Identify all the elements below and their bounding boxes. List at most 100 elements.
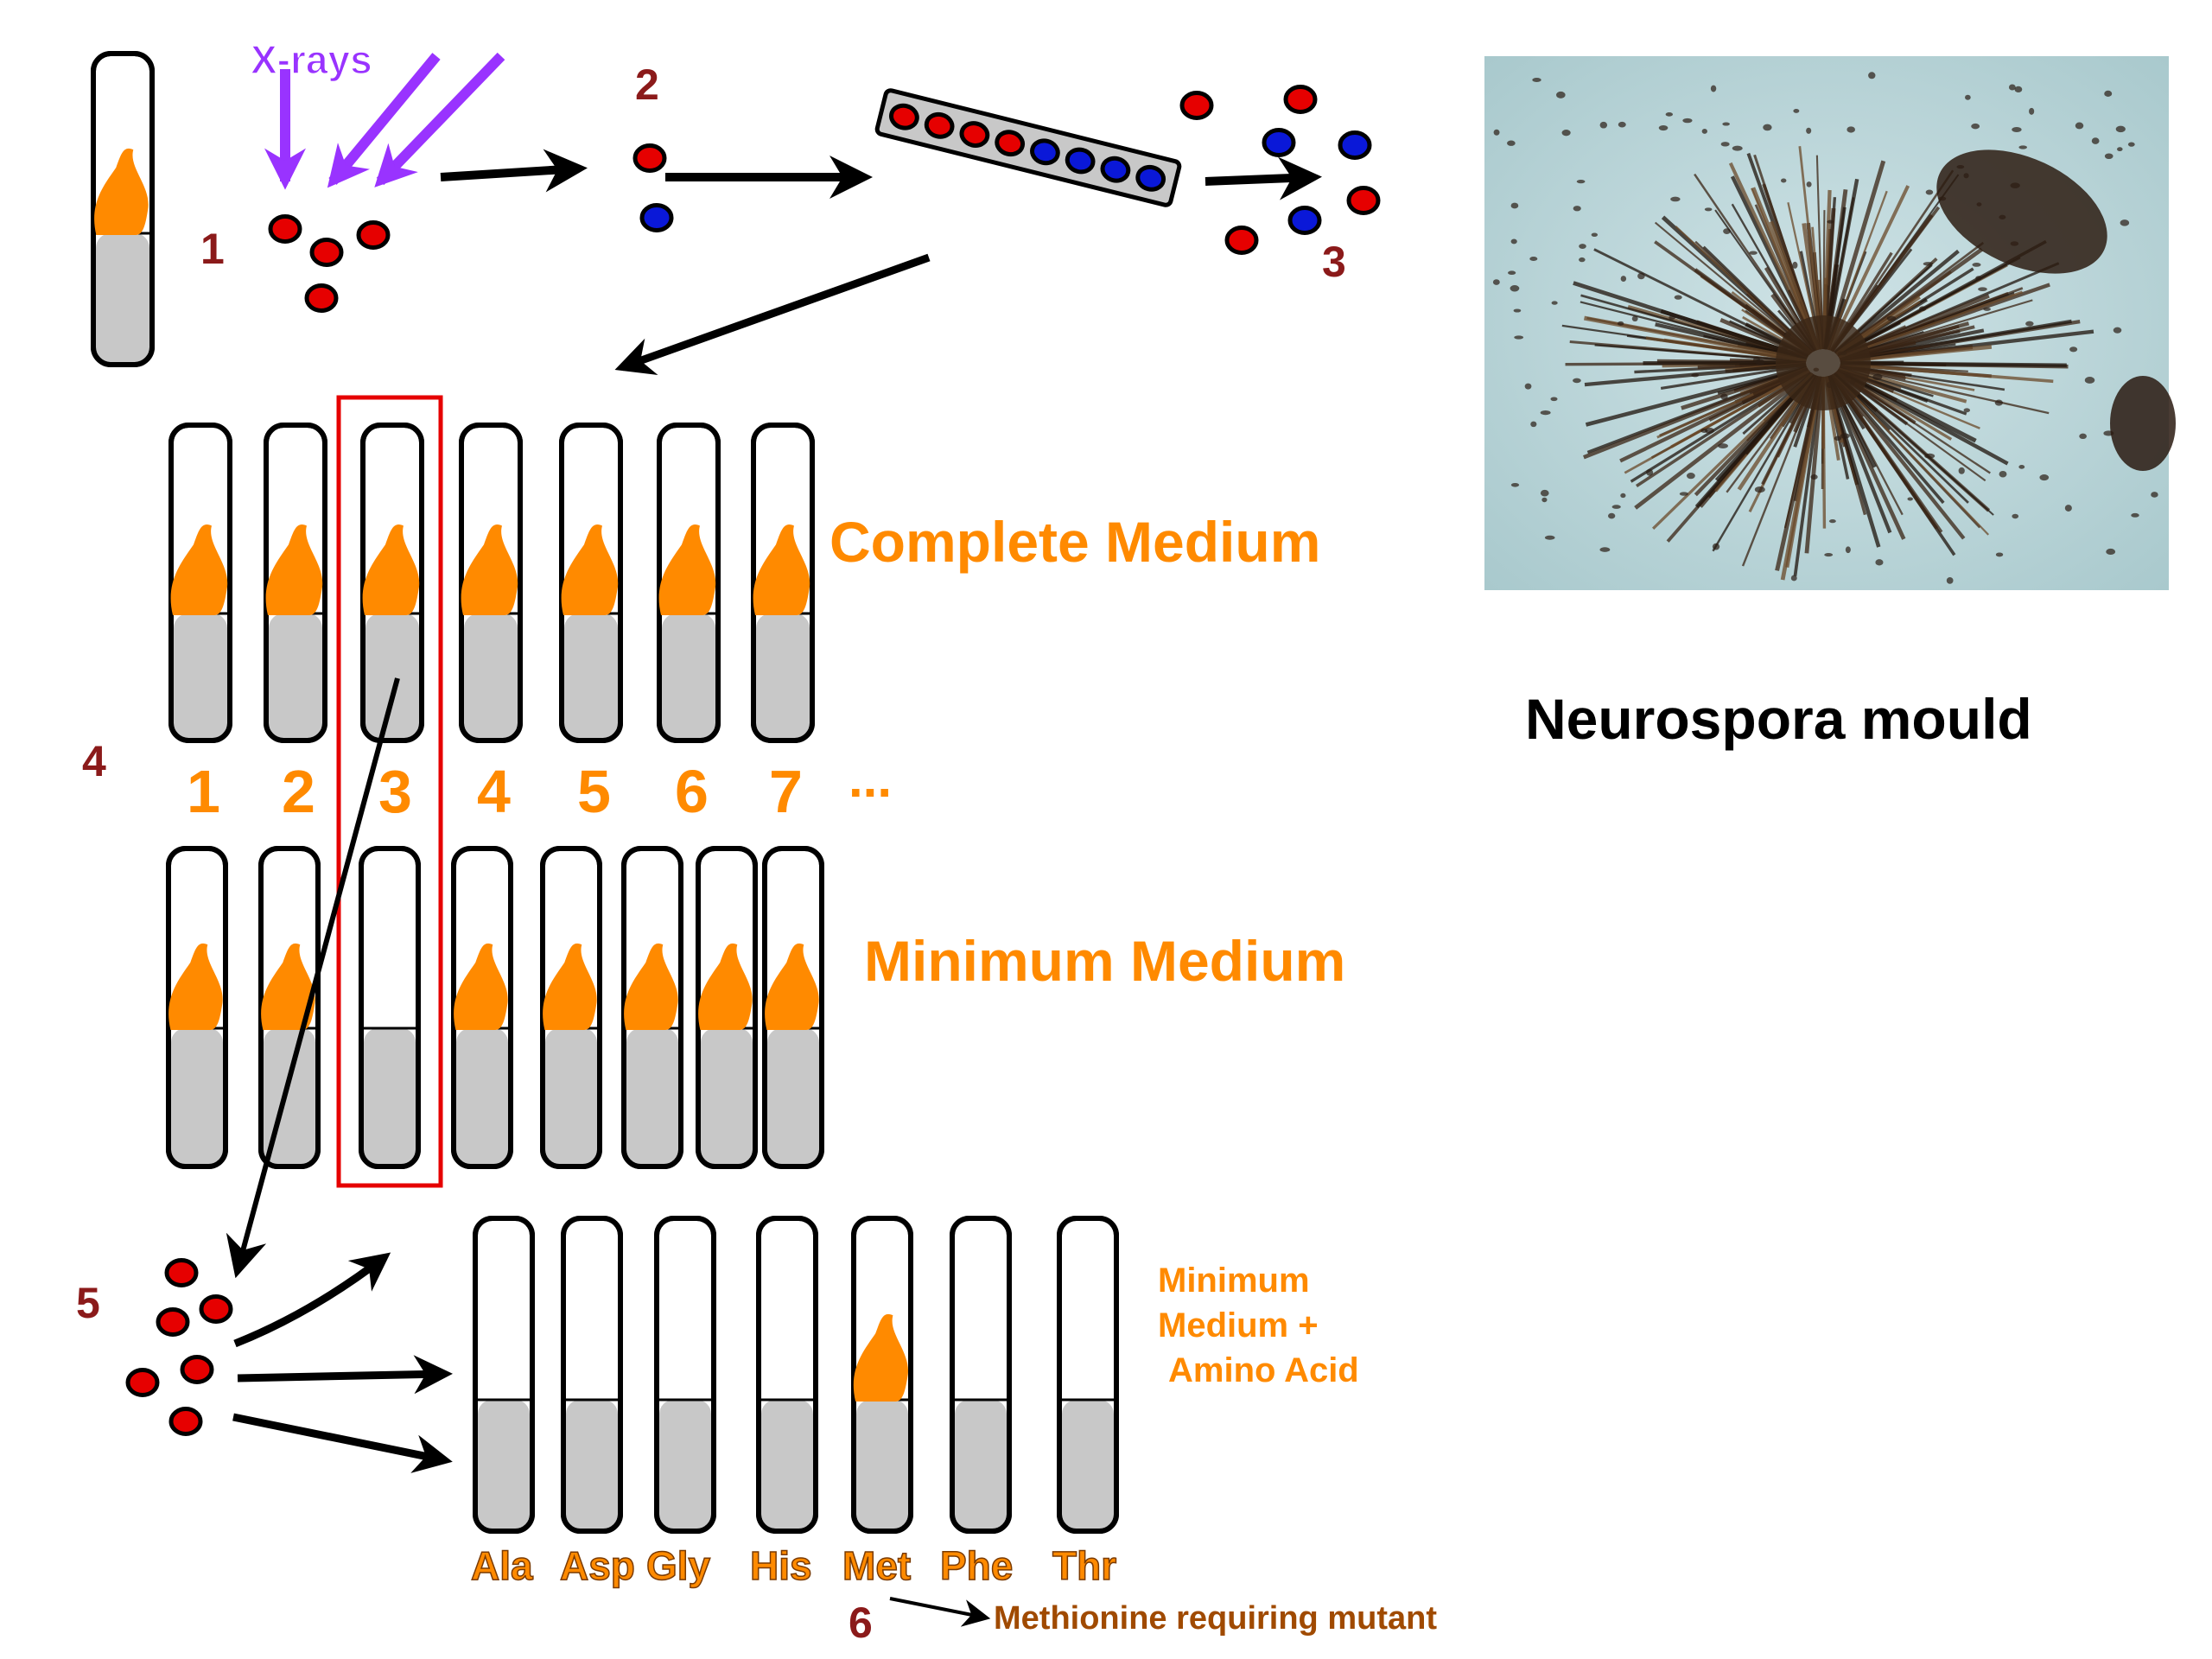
blue-spore [1287,206,1322,235]
red-spore [1346,186,1381,215]
initial-tube [91,51,155,367]
initial-culture-tube [91,51,155,367]
tube-number: 4 [477,758,511,825]
complete-tube-1 [168,423,232,743]
step-1-label: 1 [200,225,225,273]
tube-number: 3 [378,758,412,825]
mould-growth [753,524,810,615]
mould-growth [561,524,619,615]
red-spore [168,1407,203,1436]
red-spore [304,283,339,313]
mould-colony [1492,72,2158,584]
blue-spore [1338,130,1372,160]
amino-tube-6 [950,1216,1012,1534]
ascus-spore-row [874,88,1182,207]
mould-growth [94,148,149,235]
mould-growth [765,943,819,1030]
amino-acid-label: Gly [646,1543,711,1588]
amino-tube-1 [473,1216,535,1534]
mutant-spores [125,1258,233,1436]
mutant-column-highlight [336,395,443,1188]
minimum-tube-8 [762,846,824,1169]
tube-number: 5 [577,758,611,825]
amino-tube-4 [756,1216,818,1534]
red-spore [1224,226,1259,255]
amino-acid-label: Ala [471,1543,533,1588]
mould-growth [261,943,315,1030]
complete-tube-3 [360,423,424,743]
amino-acid-label: Met [842,1543,911,1588]
minimum-tube-4 [451,846,513,1169]
amino-tube-5 [851,1216,913,1534]
red-spore [1179,91,1214,120]
mould-growth [853,1313,908,1402]
mutant-label: Methionine requiring mutant [994,1600,1437,1637]
step-2-label: 2 [635,60,659,109]
separated-spores [1179,85,1381,255]
tube-number: 1 [187,758,220,825]
red-spore [156,1307,190,1337]
tube-number: 7 [769,758,803,825]
neurospora-mould-photo [1484,56,2176,590]
distribution-arrows [232,1252,453,1473]
step-2-spores [632,143,674,232]
minimum-tube-7 [696,846,758,1169]
mould-growth [698,943,753,1030]
red-spore [309,238,344,267]
complete-medium-tubes [168,423,815,743]
minimum-tube-6 [621,846,683,1169]
mould-caption: Neurospora mould [1525,687,2032,751]
minimum-tube-1 [166,846,228,1169]
blue-spore [1135,164,1166,192]
blue-spore [1065,147,1096,175]
blue-spore [1100,156,1131,183]
red-spore [889,103,919,130]
complete-tube-7 [751,423,815,743]
arrow-to-step-3 [1205,156,1322,200]
xray-arrows [264,52,505,190]
amino-acid-label: Thr [1052,1543,1116,1588]
blue-spore [639,203,674,232]
amino-acid-label: Asp [560,1543,635,1588]
complete-tube-4 [459,423,523,743]
mould-growth [362,524,420,615]
red-spore [164,1258,199,1287]
step-6-label: 6 [849,1599,873,1647]
red-spore [1283,85,1318,114]
red-spore [268,214,302,244]
complete-tube-2 [264,423,327,743]
mould-growth [461,524,518,615]
red-spore [632,143,667,173]
amino-acid-tubes [473,1216,1119,1534]
mould-growth [265,524,323,615]
minimum-tube-2 [258,846,321,1169]
xrays-label: X-rays [251,37,372,82]
amino-tube-7 [1057,1216,1119,1534]
arrow-to-tube-rows [614,253,931,376]
red-spore [995,130,1026,157]
red-spore [125,1368,160,1397]
step-5-label: 5 [76,1279,100,1327]
amino-acid-label: Phe [940,1543,1013,1588]
arrow-to-step-5 [226,677,400,1279]
blue-spore [1030,138,1060,166]
mould-growth [168,943,223,1030]
minimum-tube-5 [540,846,602,1169]
irradiated-spores [268,214,391,313]
minimum-medium-tubes [166,846,824,1169]
ellipsis-label: ... [849,750,892,808]
red-spore [959,121,990,148]
amino-tube-2 [561,1216,623,1534]
supplement-label-line-2: Medium + [1158,1306,1319,1344]
mould-growth [624,943,678,1030]
complete-tube-5 [559,423,623,743]
mould-growth [543,943,597,1030]
mould-growth [454,943,508,1030]
minimum-tube-3 [359,846,421,1169]
supplement-label-line-1: Minimum [1158,1262,1310,1300]
mould-growth [658,524,716,615]
amino-tube-3 [654,1216,716,1534]
